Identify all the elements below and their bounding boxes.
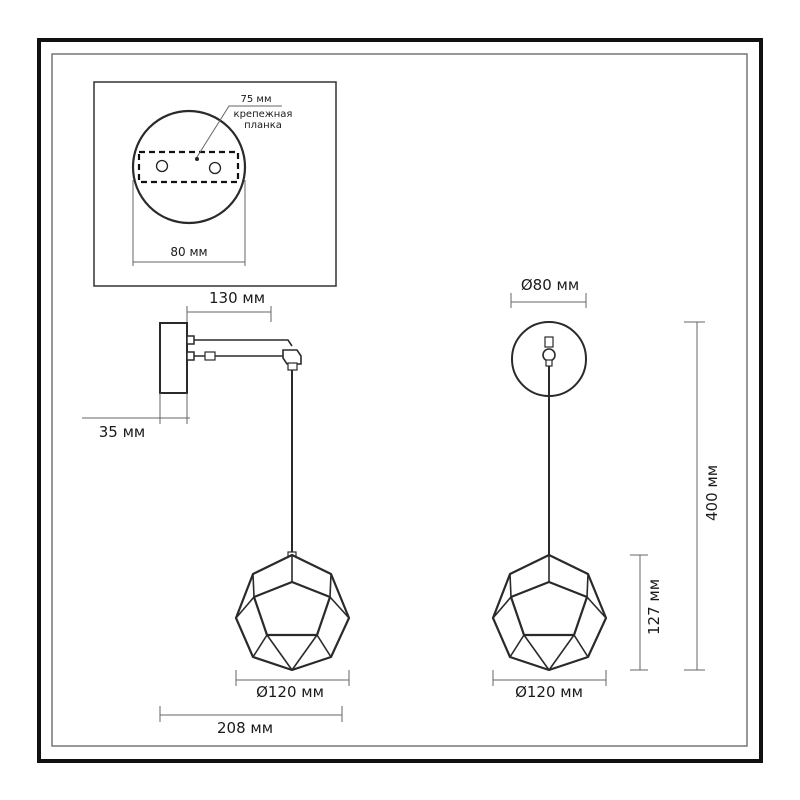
mounting-bracket-outline: [137, 150, 240, 184]
arm-socket-bottom: [186, 351, 195, 361]
inner-frame: [51, 53, 748, 747]
plate-leader-line: [196, 105, 282, 158]
side-view: 130 мм 35 м: [82, 289, 351, 737]
side-shade-diameter-label: Ø120 мм: [256, 683, 324, 701]
arm-length-label: 130 мм: [209, 289, 265, 307]
base-depth-label: 35 мм: [99, 423, 146, 441]
mounting-plate-inset: 75 мм крепежная планка 80 мм: [93, 81, 337, 287]
base-width-label: 80 мм: [170, 245, 207, 259]
outer-frame: [37, 38, 763, 763]
screw-hole-right: [208, 161, 222, 175]
plate-note-line2: планка: [244, 120, 282, 131]
hook-cap: [545, 359, 553, 367]
shade-side: [234, 553, 351, 672]
front-shade-diameter-label: Ø120 мм: [515, 683, 583, 701]
arm-joint: [282, 349, 302, 365]
total-projection-label: 208 мм: [217, 719, 273, 737]
arm-collar: [204, 351, 216, 361]
plate-size-label: 75 мм: [241, 94, 272, 105]
hook-ring: [542, 348, 556, 362]
screw-hole-left: [155, 159, 169, 173]
total-height-label: 400 мм: [703, 465, 721, 521]
joint-cap: [287, 362, 298, 371]
hook-top: [544, 336, 554, 348]
wall-base-side: [159, 322, 188, 394]
plate-note-line1: крепежная: [234, 109, 293, 120]
wall-base-disc: [131, 109, 247, 225]
shade-height-label: 127 мм: [645, 579, 663, 635]
base-diameter-label: Ø80 мм: [521, 276, 579, 294]
shade-front: [491, 553, 608, 672]
arm-socket-top: [186, 335, 195, 345]
center-point: [195, 157, 199, 161]
front-view: Ø80 мм 400 мм 127 мм: [491, 276, 721, 701]
upper-arm: [194, 339, 293, 347]
